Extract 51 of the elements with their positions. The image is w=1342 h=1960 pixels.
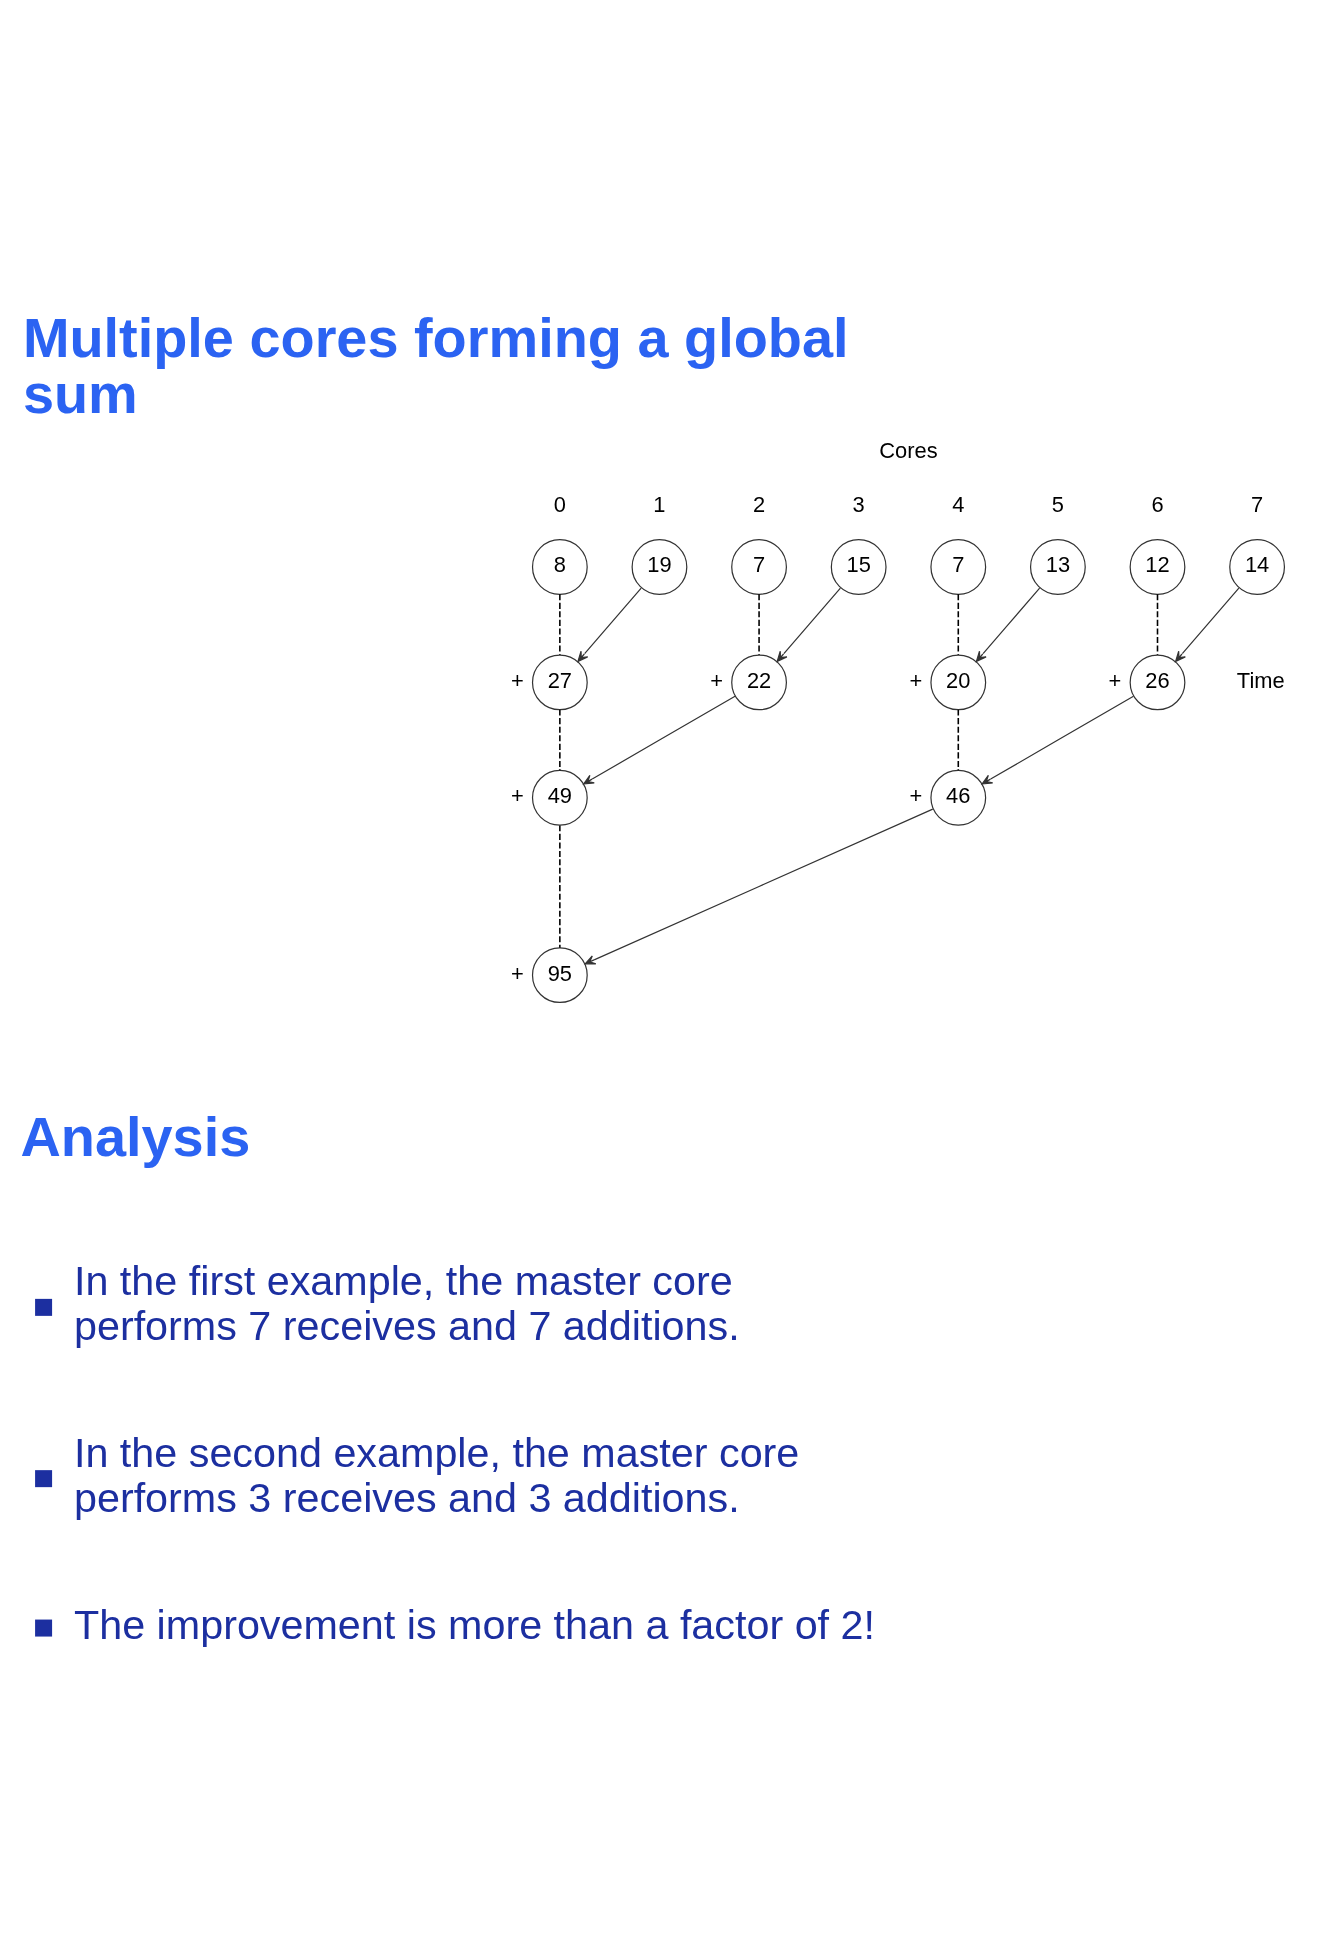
connector <box>559 708 561 772</box>
node-label: 3 <box>852 492 865 518</box>
arrow <box>584 808 934 965</box>
node-label: 6 <box>1151 492 1164 518</box>
node-label: 4 <box>952 492 965 518</box>
node-circle: 15 <box>830 539 887 595</box>
node-circle: 19 <box>631 539 688 595</box>
node-circle: 20 <box>930 654 987 711</box>
node-label: 0 <box>553 492 566 518</box>
connector <box>1156 593 1159 656</box>
arrow <box>1175 587 1240 662</box>
label: In the second example, the master core performs 3 receives and 3 additions. <box>73 1429 800 1521</box>
node-circle: 14 <box>1229 539 1286 595</box>
node-label: + <box>510 667 524 693</box>
connector <box>758 593 760 656</box>
node-circle: 46 <box>930 769 987 826</box>
node-label: + <box>710 667 723 693</box>
label: Analysis <box>20 1104 251 1168</box>
label: Time <box>1236 667 1285 693</box>
node-label: + <box>909 667 923 693</box>
node-circle: 26 <box>1129 654 1186 711</box>
connector <box>957 593 960 656</box>
connector <box>559 824 561 949</box>
arrow <box>583 695 736 785</box>
node-circle: 8 <box>531 539 588 595</box>
connector <box>957 708 960 772</box>
arrow <box>776 587 841 662</box>
diagram-title: Multiple cores forming a global sum <box>22 306 849 426</box>
arrow <box>981 695 1135 785</box>
node-label: + <box>510 960 524 986</box>
node-label: + <box>909 783 923 809</box>
node-label: 1 <box>653 492 666 518</box>
node-circle: 13 <box>1029 539 1086 595</box>
arrow <box>577 587 642 662</box>
node-circle: 22 <box>731 654 787 711</box>
node-circle: 49 <box>531 769 588 826</box>
node-label: 2 <box>752 492 766 518</box>
node-label: 5 <box>1051 492 1064 518</box>
node-circle: 95 <box>531 947 588 1004</box>
node-label: 7 <box>1251 492 1264 518</box>
node-circle: 7 <box>731 539 787 595</box>
arrow <box>975 587 1041 662</box>
node-circle: 7 <box>930 539 987 595</box>
node-label: + <box>510 783 524 809</box>
connector <box>559 593 561 656</box>
label: Cores <box>879 437 938 463</box>
label: In the first example, the master core performs 7 receives and 7 additions. <box>73 1258 740 1350</box>
node-label: + <box>1108 667 1122 693</box>
node-circle: 27 <box>531 654 588 711</box>
label: The improvement is more than a factor of 2! <box>73 1601 876 1648</box>
node-circle: 12 <box>1129 539 1186 595</box>
